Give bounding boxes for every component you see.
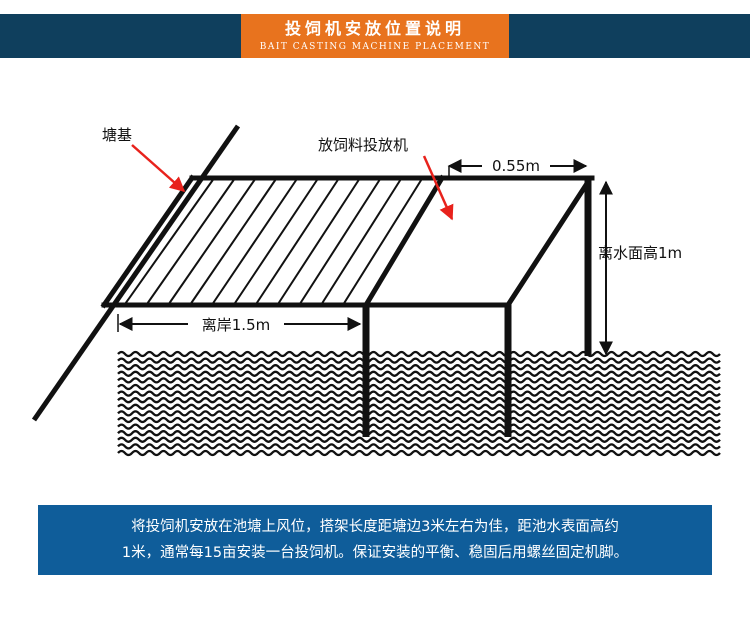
wave-line — [117, 364, 721, 371]
water-waves — [117, 350, 721, 457]
wave-line — [117, 350, 721, 358]
page-title: 投饲机安放位置说明 — [284, 19, 465, 38]
wave-line — [117, 430, 721, 437]
feeder-label: 放饲料投放机 — [318, 136, 408, 154]
wave-line — [117, 443, 721, 450]
wave-line — [117, 416, 721, 424]
hatch-line — [255, 179, 339, 304]
hatch-line — [234, 179, 318, 304]
hatch-line — [190, 179, 277, 304]
hatch-line — [124, 179, 214, 304]
pond-bank-arrow — [131, 144, 186, 192]
wave-line — [117, 397, 721, 404]
hatch-line — [277, 179, 360, 304]
wave-line — [117, 370, 721, 377]
extension-dimension — [447, 155, 588, 180]
wave-line — [117, 403, 721, 410]
hatch-line — [343, 179, 423, 304]
wave-line — [117, 449, 721, 457]
platform-frame — [100, 174, 595, 309]
height-label: 离水面高1m — [598, 244, 682, 262]
caption-box: 将投饲机安放在池塘上风位，搭架长度距塘边3米左右为佳，距池水表面高约 1米，通常… — [38, 505, 712, 575]
wave-line — [117, 357, 721, 364]
hatch-line — [168, 179, 256, 304]
header-title-tab: 投饲机安放位置说明 BAIT CASTING MACHINE PLACEMENT — [241, 14, 509, 58]
pond-bank-label: 塘基 — [102, 126, 132, 144]
caption-line-2: 1米，通常每15亩安装一台投饲机。保证安装的平衡、稳固后用螺丝固定机脚。 — [121, 545, 629, 561]
wave-line — [117, 410, 721, 417]
pond-bank-line — [31, 124, 241, 422]
wave-line — [117, 436, 721, 443]
distance-label: 离岸1.5m — [202, 316, 270, 334]
platform-hatching — [124, 179, 423, 304]
caption-line-1: 将投饲机安放在池塘上风位，搭架长度距塘边3米左右为佳，距池水表面高约 — [131, 519, 619, 535]
platform-legs — [362, 176, 592, 437]
wave-line — [117, 390, 721, 397]
feeder-arrow — [422, 155, 454, 221]
hatch-line — [212, 179, 298, 304]
wave-line — [117, 377, 721, 384]
wave-line — [117, 423, 721, 430]
distance-dimension — [117, 313, 362, 335]
hatch-line — [321, 179, 402, 304]
wave-line — [117, 383, 721, 391]
page-subtitle: BAIT CASTING MACHINE PLACEMENT — [259, 42, 491, 52]
hatch-line — [146, 179, 235, 304]
hatch-line — [299, 179, 381, 304]
extension-label: 0.55m — [492, 157, 540, 175]
